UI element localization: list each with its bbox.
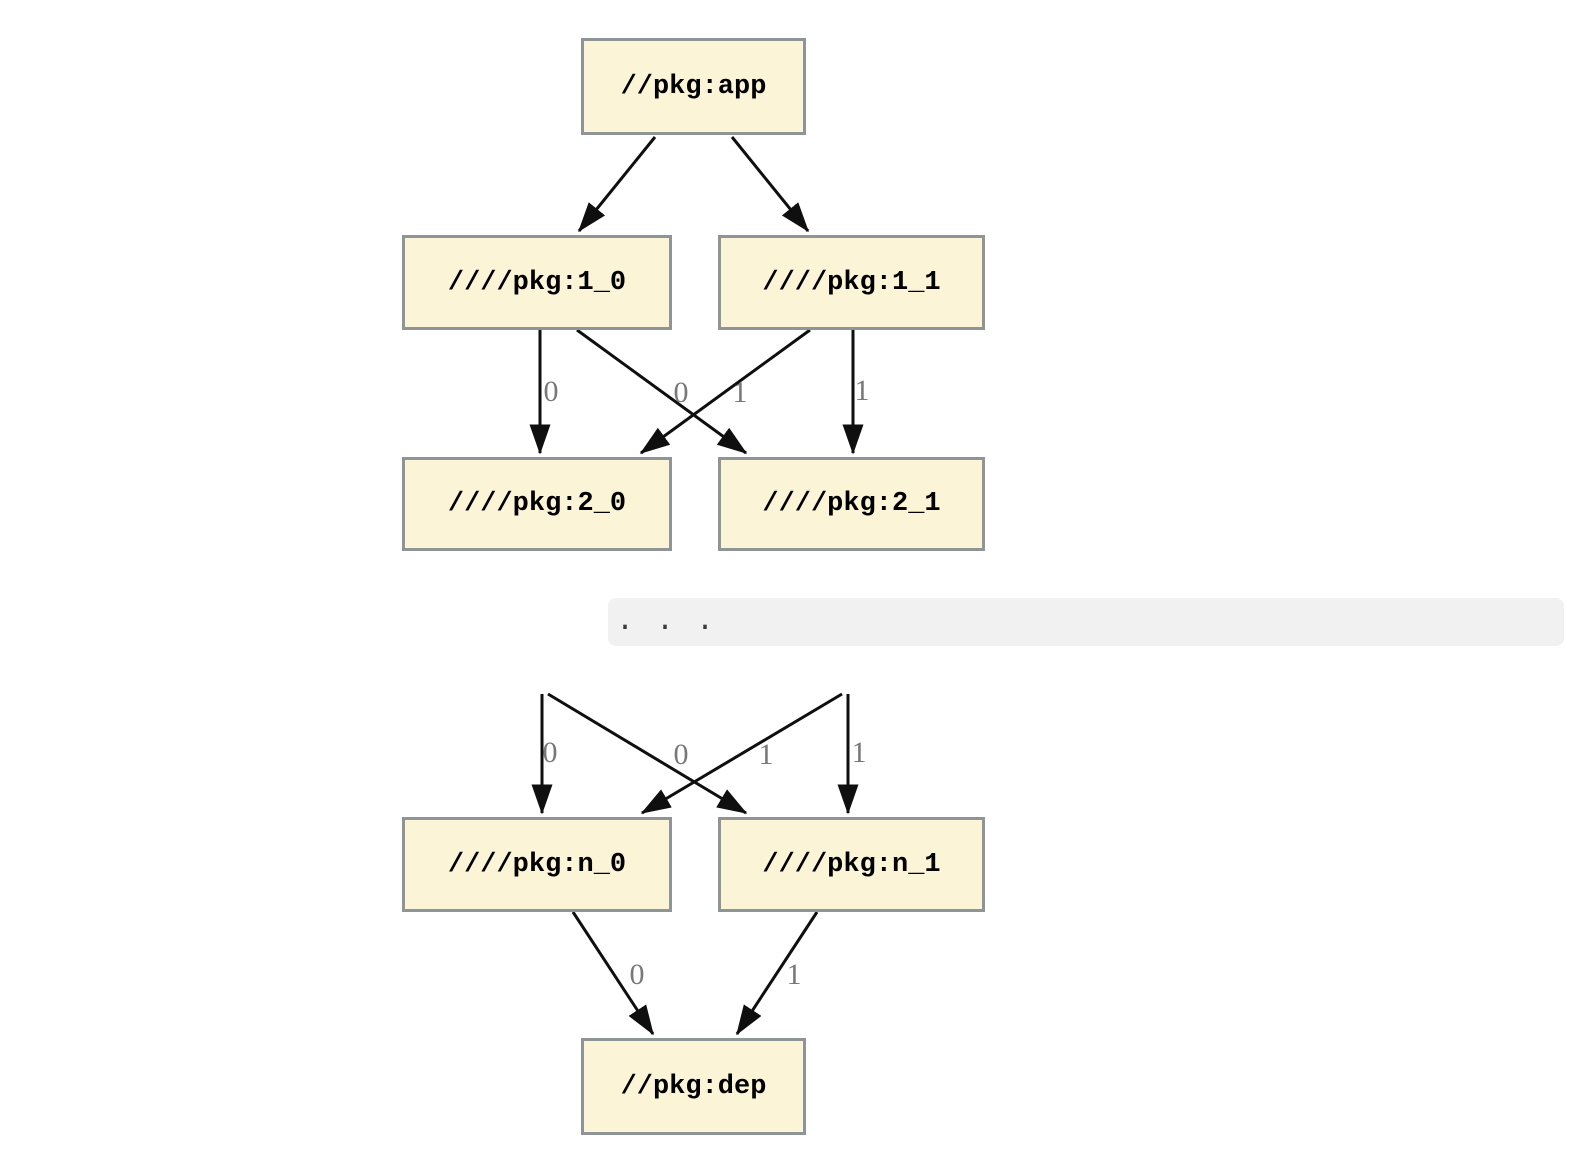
edge-app-to-1_0 <box>577 136 657 233</box>
edge-prev0-to-n_1 <box>547 692 748 815</box>
edge-label-prev0-n_0: 0 <box>542 736 558 769</box>
edge-label-prev1-n_1: 1 <box>851 736 867 769</box>
edge-app-to-1_1 <box>730 136 810 233</box>
node-pkg-2_0: ////pkg:2_0 <box>402 457 672 551</box>
node-pkg-n_0: ////pkg:n_0 <box>402 817 672 912</box>
node-pkg-2_1: ////pkg:2_1 <box>718 457 985 551</box>
edge-label-n_0-dep: 0 <box>629 958 645 991</box>
edge-label-prev1-n_0: 1 <box>758 738 774 771</box>
edge-1_0-to-2_1 <box>576 328 748 455</box>
node-pkg-n_1: ////pkg:n_1 <box>718 817 985 912</box>
node-pkg-dep: //pkg:dep <box>581 1038 806 1135</box>
node-pkg-1_0: ////pkg:1_0 <box>402 235 672 330</box>
edge-1_1-to-2_0 <box>639 328 811 455</box>
edge-label-1_0-2_1: 0 <box>673 376 689 409</box>
ellipsis-code-block: . . . <box>608 598 1564 646</box>
edge-prev1-to-n_0 <box>640 692 843 815</box>
edge-label-1_1-2_1: 1 <box>854 374 870 407</box>
node-pkg-1_1: ////pkg:1_1 <box>718 235 985 330</box>
edge-label-prev0-n_1: 0 <box>673 738 689 771</box>
edge-label-n_1-dep: 1 <box>786 958 802 991</box>
edge-n_1-to-dep <box>735 911 819 1036</box>
edge-label-1_1-2_0: 1 <box>732 376 748 409</box>
node-pkg-app: //pkg:app <box>581 38 806 135</box>
edge-label-1_0-2_0: 0 <box>543 375 559 408</box>
